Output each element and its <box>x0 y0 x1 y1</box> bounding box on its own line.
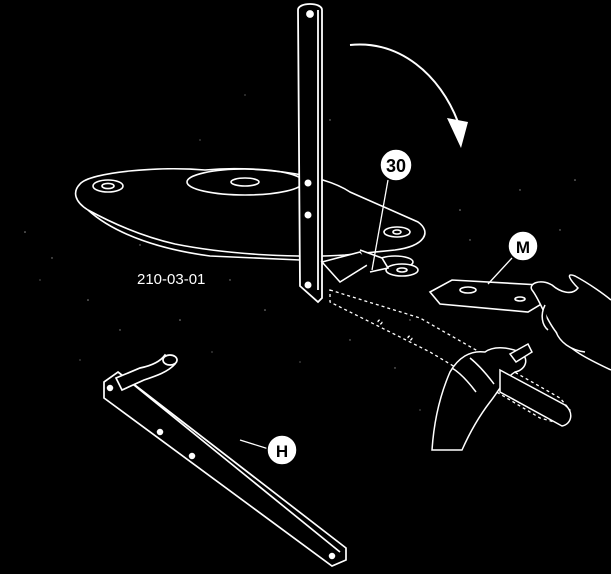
callout-m-label: M <box>516 238 530 257</box>
handle-part-h <box>103 353 347 567</box>
left-hand-with-wrench <box>431 342 572 451</box>
blade-part-m <box>428 279 550 313</box>
rotation-arrow <box>349 43 468 148</box>
right-hand <box>530 274 611 371</box>
figure-code: 210-03-01 <box>137 271 205 288</box>
callout-30-label: 30 <box>386 156 406 176</box>
callout-m: M <box>507 230 539 262</box>
callout-h: H <box>266 434 298 466</box>
callout-30: 30 <box>379 148 413 182</box>
callout-h-label: H <box>276 442 288 461</box>
stipple-texture <box>24 94 576 411</box>
vertical-bar <box>297 3 323 304</box>
